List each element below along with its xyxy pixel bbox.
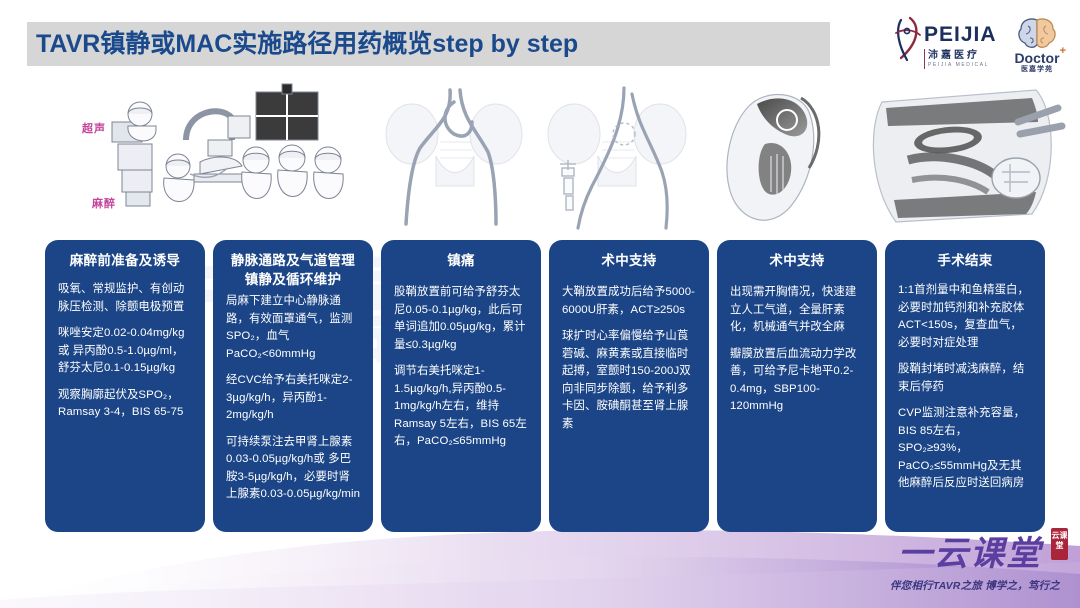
card-paragraph: 观察胸廓起伏及SPO₂，Ramsay 3-4，BIS 65-75 — [58, 388, 184, 419]
doctor-chinese-name: 医嘉学苑 — [1021, 66, 1053, 73]
card-pre-anesthesia-preparation[interactable]: 麻醉前准备及诱导 吸氧、常规监护、有创动脉压检测、除颤电极预置 咪唑安定0.02… — [45, 240, 205, 532]
label-ultrasound: 超声 — [82, 123, 106, 135]
page-title: TAVR镇静或MAC实施路径用药概览step by step — [36, 30, 579, 58]
peijia-logo: PEIJIA 沛嘉医疗 PEIJIA MEDICAL — [893, 16, 999, 78]
card-title: 术中支持 — [601, 253, 657, 268]
card-title-line-1: 静脉通路及气道管理 — [230, 253, 356, 268]
card-body: 1:1首剂量中和鱼精蛋白，必要时加钙剂和补充胶体ACT<150s，复查血气，必要… — [898, 282, 1032, 520]
brand-tagline: 伴您相行TAVR之旅 博学之，笃行之 — [889, 580, 1061, 592]
brain-icon — [1018, 18, 1056, 48]
card-paragraph: 局麻下建立中心静脉通路，有效面罩通气，监测SPO₂，血气PaCO₂<60mmHg — [226, 295, 353, 360]
card-procedure-end[interactable]: 手术结束 1:1首剂量中和鱼精蛋白，必要时加钙剂和补充胶体ACT<150s，复查… — [885, 240, 1045, 532]
card-intraoperative-support-1[interactable]: 术中支持 大鞘放置成功后给予5000-6000U肝素，ACT≥250s 球扩时心… — [549, 240, 709, 532]
peijia-mark-icon — [895, 16, 921, 62]
card-body: 吸氧、常规监护、有创动脉压检测、除颤电极预置 咪唑安定0.02-0.04mg/k… — [58, 281, 192, 520]
illustration-operating-room: 超声 麻醉 — [60, 82, 390, 234]
label-anesthesia: 麻醉 — [92, 198, 116, 210]
card-title: 手术结束 — [937, 253, 993, 268]
card-paragraph: 咪唑安定0.02-0.04mg/kg 或 异丙酚0.5-1.0µg/ml，舒芬太… — [58, 327, 185, 374]
echo-sketch-svg — [872, 89, 1066, 223]
access-sheath-sketch-svg — [547, 86, 687, 230]
card-paragraph: 大鞘放置成功后给予5000-6000U肝素，ACT≥250s — [562, 286, 696, 316]
card-paragraph: 经CVC给予右美托咪定2-3µg/kg/h，异丙酚1-2mg/kg/h — [226, 374, 353, 421]
card-paragraph: 球扩时心率偏慢给予山莨菪碱、麻黄素或直接临时起搏，室颤时150-200J双向非同… — [562, 330, 691, 430]
brand-title: 一云课堂 — [898, 535, 1042, 573]
card-paragraph: 出现需开胸情况，快速建立人工气道，全量肝素化，机械通气并改全麻 — [730, 286, 857, 333]
card-body: 大鞘放置成功后给予5000-6000U肝素，ACT≥250s 球扩时心率偏慢给予… — [562, 284, 696, 520]
illustration-strip: 超声 麻醉 — [60, 82, 1070, 234]
peijia-english-name: PEIJIA MEDICAL — [928, 62, 990, 68]
illustration-access-sheath — [540, 82, 700, 234]
peijia-chinese-name: 沛嘉医疗 — [928, 50, 980, 61]
card-paragraph: 可持续泵注去甲肾上腺素0.03-0.05µg/kg/h或 多巴胺3-5µg/kg… — [226, 435, 361, 501]
card-title: 术中支持 — [769, 253, 825, 268]
card-paragraph: 1:1首剂量中和鱼精蛋白，必要时加钙剂和补充胶体ACT<150s，复查血气，必要… — [898, 284, 1030, 349]
card-analgesia[interactable]: 镇痛 股鞘放置前可给予舒芬太尼0.05-0.1µg/kg，此后可单词追加0.05… — [381, 240, 541, 532]
card-intraoperative-support-2[interactable]: 术中支持 出现需开胸情况，快速建立人工气道，全量肝素化，机械通气并改全麻 瓣膜放… — [717, 240, 877, 532]
card-body: 股鞘放置前可给予舒芬太尼0.05-0.1µg/kg，此后可单词追加0.05µg/… — [394, 284, 528, 520]
card-paragraph: 调节右美托咪定1-1.5µg/kg/h,异丙酚0.5-1mg/kg/h左右，维持… — [394, 365, 527, 447]
card-paragraph: 吸氧、常规监护、有创动脉压检测、除颤电极预置 — [58, 283, 185, 313]
doctor-wordmark: Doctor — [1014, 50, 1060, 66]
card-venous-access-airway[interactable]: 静脉通路及气道管理 镇静及循环维护 局麻下建立中心静脉通路，有效面罩通气，监测S… — [213, 240, 373, 532]
illustration-heart-section — [705, 82, 865, 234]
brand-seal-stamp: 云课堂 — [1051, 528, 1068, 560]
operating-room-sketch-svg — [111, 83, 344, 207]
card-title: 麻醉前准备及诱导 — [69, 253, 181, 268]
iliofemoral-sketch-svg — [385, 88, 523, 226]
illustration-iliofemoral-anatomy — [380, 82, 530, 234]
course-brand-lockup: 一云课堂 云课堂 伴您相行TAVR之旅 博学之，笃行之 — [882, 528, 1068, 602]
peijia-wordmark: PEIJIA — [924, 23, 997, 46]
card-title: 静脉通路及气道管理 镇静及循环维护 — [226, 251, 360, 289]
card-title: 镇痛 — [447, 253, 475, 268]
peijia-divider — [924, 49, 925, 69]
card-row: 麻醉前准备及诱导 吸氧、常规监护、有创动脉压检测、除颤电极预置 咪唑安定0.02… — [45, 240, 1045, 532]
title-band — [27, 22, 830, 66]
card-paragraph: CVP监测注意补充容量，BIS 85左右，SPO₂≥93%，PaCO₂≤55mm… — [898, 407, 1026, 489]
card-body: 局麻下建立中心静脉通路，有效面罩通气，监测SPO₂，血气PaCO₂<60mmHg… — [226, 293, 360, 520]
card-title-line-2: 镇静及循环维护 — [244, 272, 342, 287]
doctor-plus-sign: + — [1059, 45, 1066, 57]
heart-sketch-svg — [726, 93, 821, 221]
card-paragraph: 股鞘封堵时减浅麻醉，结束后停药 — [898, 363, 1025, 393]
doctor-plus-logo: Doctor + 医嘉学苑 — [1006, 16, 1068, 78]
card-paragraph: 股鞘放置前可给予舒芬太尼0.05-0.1µg/kg，此后可单词追加0.05µg/… — [394, 286, 526, 351]
card-body: 出现需开胸情况，快速建立人工气道，全量肝素化，机械通气并改全麻 瓣膜放置后血流动… — [730, 284, 864, 520]
card-paragraph: 瓣膜放置后血流动力学改善，可给予尼卡地平0.2-0.4mg，SBP100-120… — [730, 347, 857, 413]
illustration-echocardiogram — [860, 82, 1070, 234]
